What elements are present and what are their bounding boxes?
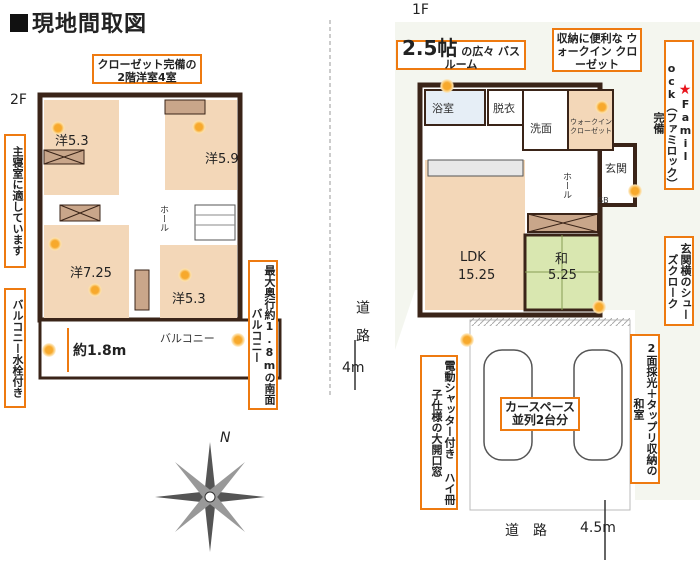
japanese-room-size: 5.25	[548, 268, 577, 283]
callout-famlock: ★Famil ock（ファミロック）完備	[652, 40, 694, 190]
road-bottom-width: 4.5m	[580, 520, 616, 536]
room-2f-b-floor	[165, 100, 237, 190]
star-icon: ★	[677, 82, 693, 98]
hall-2f-label: ホール	[158, 205, 168, 232]
marker-dot	[88, 283, 102, 297]
bathroom-desc-text: の広々 バスルーム	[444, 45, 521, 71]
marker-dot	[592, 300, 606, 314]
balcony-depth-dimension: 約1.8m	[73, 343, 127, 359]
marker-dot	[595, 100, 609, 114]
marker-dot	[460, 333, 474, 347]
marker-dot	[178, 268, 192, 282]
entrance-label: 玄関	[605, 162, 627, 175]
compass-north-label: N	[220, 430, 231, 446]
callout-carport: カースペース 並列2台分	[500, 397, 580, 431]
marker-dot	[51, 121, 65, 135]
marker-dot	[440, 79, 454, 93]
callout-japanese-room: 2面採光＋タップリ収納の和室	[630, 334, 660, 484]
bath-area	[424, 89, 486, 126]
callout-bathroom: 2.5帖 の広々 バスルーム	[396, 38, 526, 71]
marker-dot	[48, 237, 62, 251]
shoes-dim-label: SB	[598, 196, 609, 205]
callout-master-bedroom: 主寝室に適しています	[4, 134, 26, 268]
title-square-icon	[10, 14, 28, 32]
ldk-size: 15.25	[458, 268, 496, 283]
road-left-label: 道 路	[354, 300, 370, 342]
balcony-label: バルコニー	[160, 332, 215, 345]
dressing-label: 脱衣	[493, 102, 515, 115]
room-2f-west-b: 洋5.9	[205, 152, 239, 167]
room-2f-west-a: 洋5.3	[55, 134, 89, 149]
marker-dot	[192, 120, 206, 134]
page-title: 現地間取図	[10, 6, 147, 38]
balcony-area	[38, 318, 282, 380]
room-2f-west-d: 洋5.3	[172, 292, 206, 307]
callout-south-balcony: 最大奥行約1.8mの南面バルコニー	[248, 260, 278, 410]
bathroom-size-text: 2.5帖	[401, 36, 458, 60]
callout-walkin-closet: 収納に便利な ウォークイン クローゼット	[552, 28, 642, 72]
ldk-floor	[425, 160, 525, 310]
bath-label: 浴室	[432, 102, 454, 115]
marker-dot	[42, 343, 56, 357]
floor2-label: 2F	[10, 92, 27, 108]
room-2f-west-c: 洋7.25	[70, 266, 112, 281]
road-left-width: 4m	[342, 360, 365, 376]
marker-dot	[231, 333, 245, 347]
callout-large-window: 電動シャッター付き ハイ冊子仕様の大開口窓	[420, 355, 458, 510]
callout-balcony-faucet: バルコニー水栓付き	[4, 288, 26, 408]
callout-2f-closets: クローゼット完備の 2階洋室4室	[92, 54, 202, 84]
callout-shoe-closet: 玄関横のシューズクローク	[664, 236, 694, 326]
marker-dot	[628, 184, 642, 198]
walkin-label: ウォークイン クローゼット	[570, 118, 612, 135]
compass-icon	[155, 442, 265, 552]
road-bottom-label: 道 路	[505, 523, 547, 539]
room-2f-d-floor	[160, 245, 237, 318]
room-2f-a-floor	[44, 100, 119, 195]
wash-label: 洗面	[530, 122, 552, 135]
floor1-label: 1F	[412, 2, 429, 18]
hall-1f-label: ホール	[561, 172, 571, 199]
ldk-label: LDK	[460, 250, 486, 265]
japanese-room-label: 和	[555, 252, 569, 267]
